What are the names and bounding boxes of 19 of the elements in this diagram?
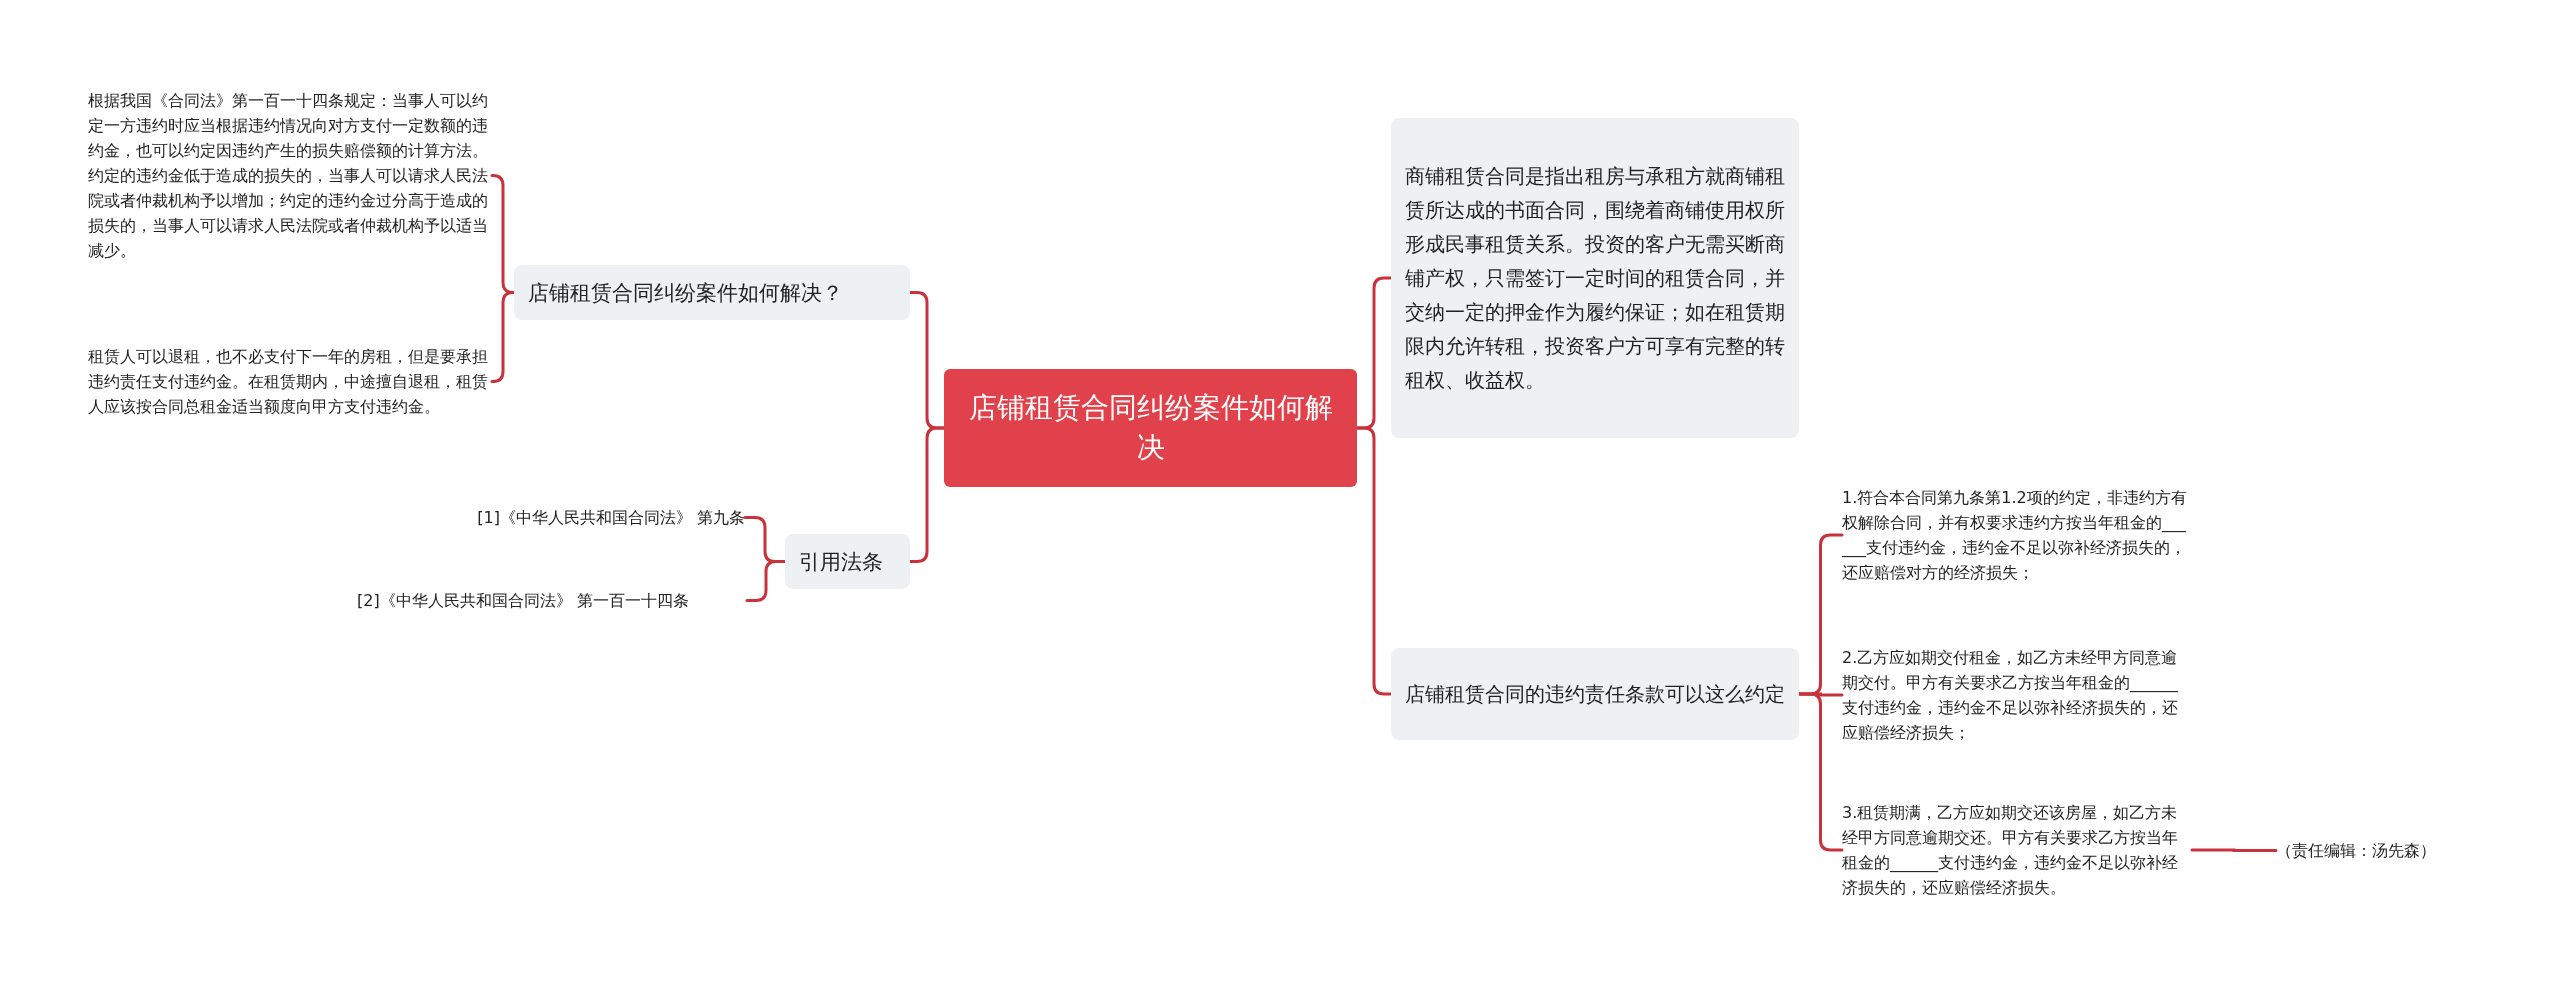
note-text: 租赁人可以退租，也不必支付下一年的房租，但是要承担违约责任支付违约金。在租赁期内，中途擅自退租，租赁人应该按合同总租金适当额度向甲方支付违约金。 [88,344,492,419]
connector-line [1797,692,1844,852]
topic-box: 商铺租赁合同是指出租房与承租方就商铺租赁所达成的书面合同，围绕着商铺使用权所形成民事租赁关系。投资的客户无需买断商铺产权，只需签订一定时间的租赁合同，并交纳一定的押金作为履约保证；如在租赁期限内允许转租，投资客户方可享有完整的转租权、收益权。 [1391,118,1799,438]
note-text: [2]《中华人民共和国合同法》 第一百一十四条 [357,588,747,613]
note-text: 3.租赁期满，乙方应如期交还该房屋，如乙方未经甲方同意逾期交还。甲方有关要求乙方按当年租金的______支付违约金，违约金不足以弥补经济损失的，还应赔偿经济损失。 [1842,800,2192,900]
topic-box: 店铺租赁合同的违约责任条款可以这么约定 [1391,648,1799,740]
connector-line [1355,426,1393,696]
central-topic-box: 店铺租赁合同纠纷案件如何解决 [944,369,1357,487]
note-text: （责任编辑：汤先森） [2276,838,2476,863]
topic-box: 店铺租赁合同纠纷案件如何解决？ [514,265,910,320]
note-text: [1]《中华人民共和国合同法》 第九条 [405,505,745,530]
connector-line [908,426,946,563]
topic-box: 引用法条 [785,534,910,589]
note-text: 根据我国《合同法》第一百一十四条规定：当事人可以约定一方违约时应当根据违约情况向对方支付一定数额的违约金，也可以约定因违约产生的损失赔偿额的计算方法。约定的违约金低于造成的损失的，当事人可以请求人民法院或者仲裁机构予以增加；约定的违约金过分高于造成的损失的，当事人可以请求人民法院或者仲裁机构予以适当减少。 [88,88,492,263]
note-text: 1.符合本合同第九条第1.2项的约定，非违约方有权解除合同，并有权要求违约方按当年租金的______支付违约金，违约金不足以弥补经济损失的，还应赔偿对方的经济损失； [1842,485,2192,585]
note-text: 2.乙方应如期交付租金，如乙方未经甲方同意逾期交付。甲方有关要求乙方按当年租金的______支付违约金，违约金不足以弥补经济损失的，还应赔偿经济损失； [1842,645,2192,745]
connector-line [490,291,516,383]
connector-line [2190,848,2278,852]
connector-line [745,560,787,602]
